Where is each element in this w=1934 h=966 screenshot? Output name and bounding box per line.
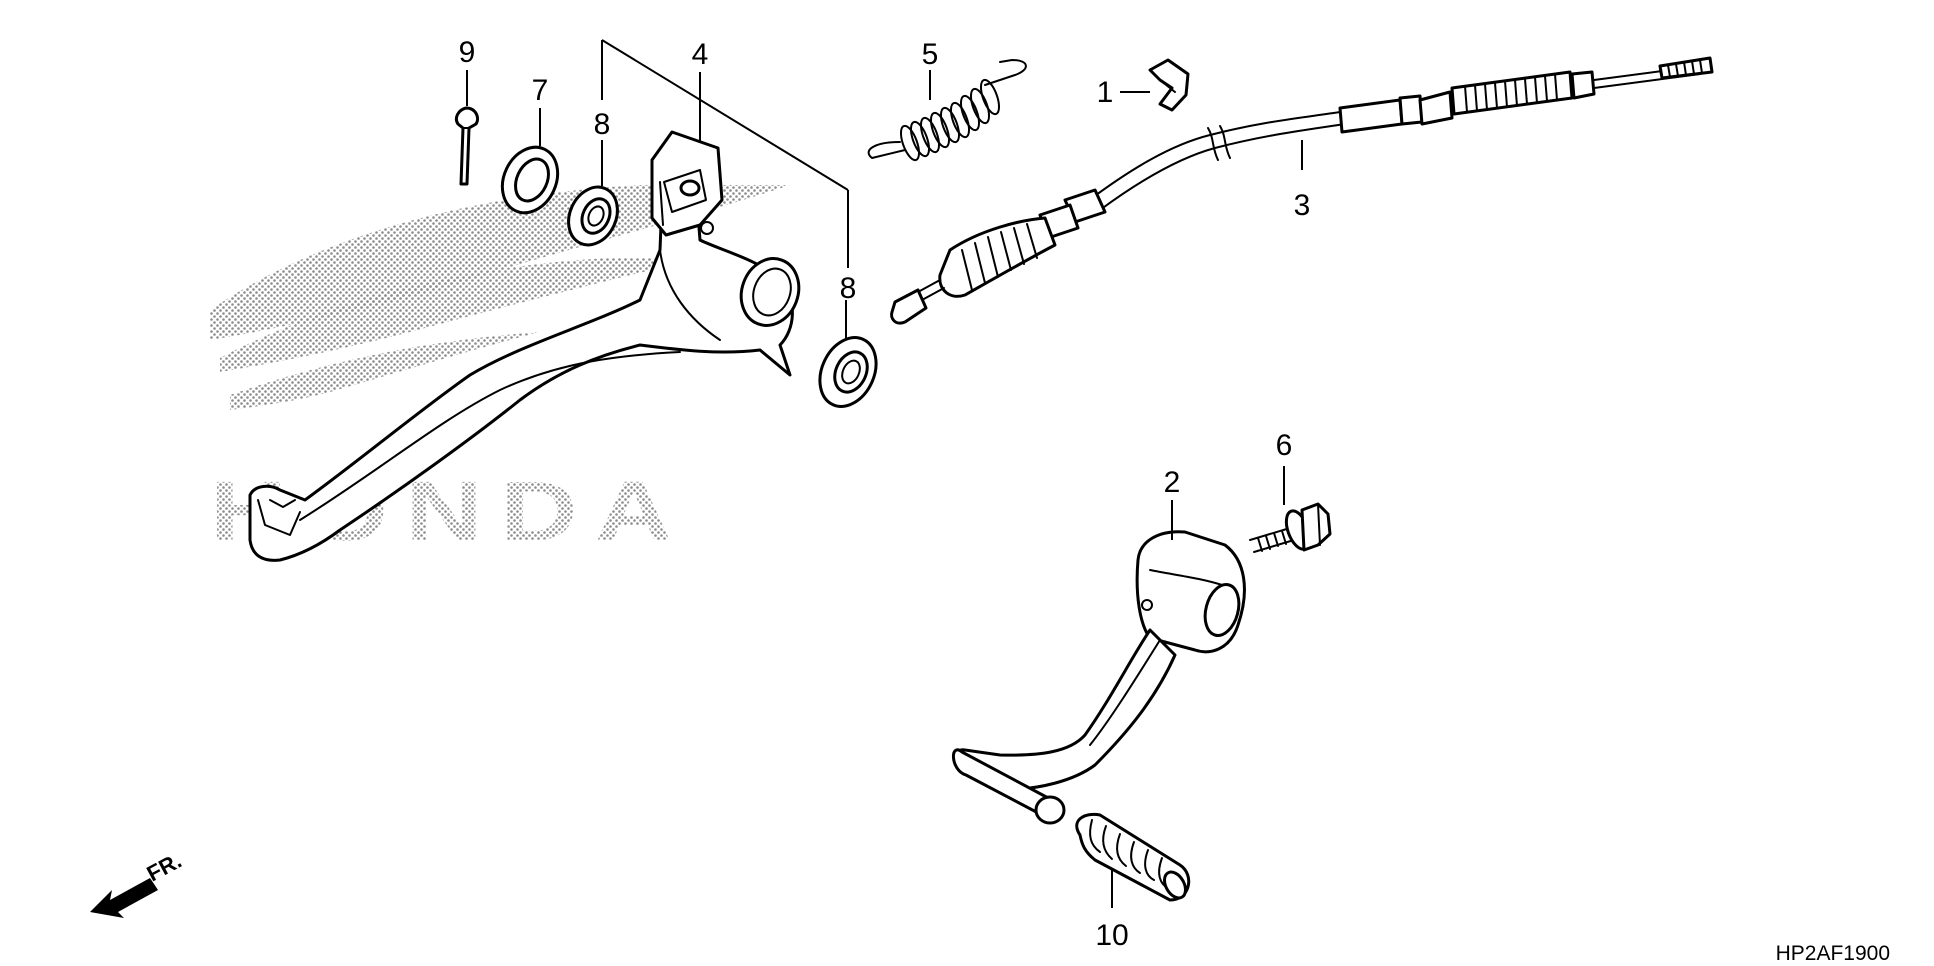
- washer-part-7: [500, 145, 560, 215]
- clip-part-1: [1148, 58, 1190, 112]
- cotter-pin-part-9: [454, 106, 480, 186]
- front-direction-arrow-icon: [90, 878, 158, 918]
- callout-4: 4: [692, 38, 709, 71]
- callout-7: 7: [532, 74, 549, 107]
- callout-2: 2: [1164, 466, 1181, 499]
- callout-numbers: 9 7 8 4 8 5 1 3 6 2 10: [459, 36, 1311, 952]
- bearing-part-8-right: [818, 336, 878, 408]
- callout-1: 1: [1097, 76, 1114, 109]
- callout-6: 6: [1276, 429, 1293, 462]
- spring-part-5: [867, 59, 1027, 162]
- diagram-code: HP2AF1900: [1776, 942, 1890, 965]
- brake-pedal-part-4: [248, 130, 801, 562]
- pedal-arm-part-2: [952, 530, 1246, 825]
- callout-3: 3: [1294, 189, 1311, 222]
- pedal-rubber-part-10: [1075, 812, 1191, 902]
- callout-10: 10: [1095, 919, 1128, 952]
- callout-8-right: 8: [840, 272, 857, 305]
- brake-cable-part-3: [890, 56, 1714, 325]
- callout-9: 9: [459, 36, 476, 69]
- callout-5: 5: [922, 38, 939, 71]
- flange-bolt-part-6: [1249, 502, 1332, 553]
- honda-wing-watermark: [210, 185, 790, 410]
- leader-lines: [466, 39, 1303, 908]
- bearing-part-8-left: [567, 185, 619, 247]
- callout-8-left: 8: [594, 108, 611, 141]
